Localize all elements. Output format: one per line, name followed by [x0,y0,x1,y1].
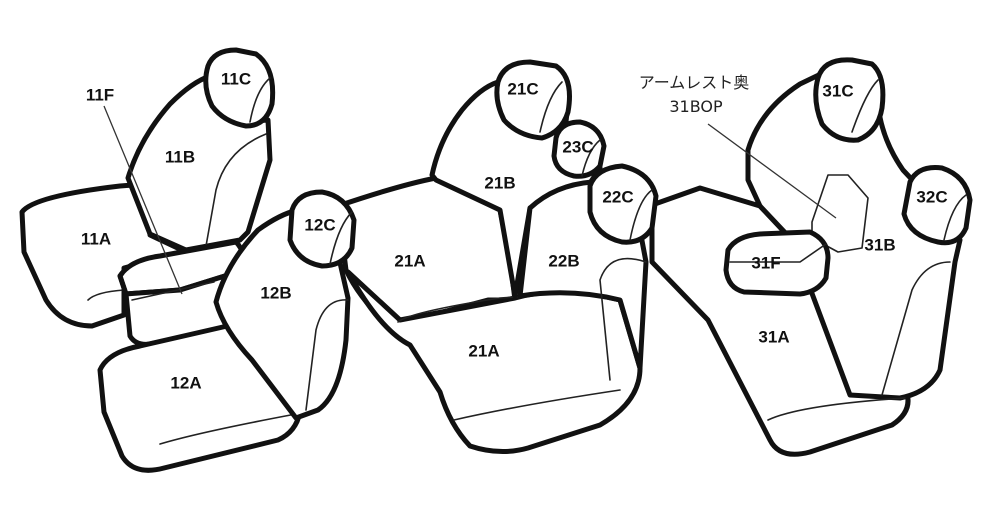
headrest-21C [494,59,572,141]
label-12C: 12C [304,215,335,234]
part-labels: 11C 11F 11B 11A 12C 12B 12A 21C 23C 22C … [81,69,948,392]
armrest-11F-seam [131,281,215,301]
annotation-31BOP: 31BOP [669,97,723,116]
headrest-12C-seam [329,211,353,265]
seat-31A-seam [767,397,906,421]
headrest-31C-seam [851,79,879,133]
headrest-21C-seam [539,81,563,133]
armrest-31F-seam [729,243,827,263]
annotation-armrest-back: アームレスト奥 [639,73,750,92]
label-31B: 31B [864,235,895,254]
label-21A-back: 21A [394,251,425,270]
headrest-32C [901,165,973,246]
headrest-12C [287,189,357,269]
seat-11B-seam [205,133,267,247]
headrest-23C [551,119,607,179]
leader-31BOP [707,123,837,219]
passenger-seat [97,189,357,473]
label-11A: 11A [81,229,111,248]
seat-21A-cushion-seam [397,295,531,323]
seat-22B-side-seam [599,257,647,381]
seat-12A-seam [159,413,297,445]
headrest-22C-seam [629,189,653,241]
seat-12B-seam [305,299,349,411]
leader-11F [103,105,183,295]
label-12A: 12A [170,373,201,392]
label-11F: 11F [86,85,114,104]
seat-31B-back [745,69,963,401]
label-11B: 11B [165,147,195,166]
label-31F: 31F [751,253,780,272]
headrest-11C [203,47,276,129]
label-23C: 23C [562,137,593,156]
label-21C: 21C [507,79,538,98]
label-31A: 31A [758,327,789,346]
label-22C: 22C [602,187,633,206]
headrest-32C-seam [943,194,967,241]
headrest-22C [587,163,659,245]
driver-seat [19,47,276,347]
label-32C: 32C [916,187,947,206]
label-22B: 22B [548,251,579,270]
second-row-seat [335,59,659,454]
seat-31B-side-seam [881,261,951,396]
label-21A-seat: 21A [468,341,499,360]
armrest-31F [723,229,831,297]
headrest-23C-seam [581,139,601,177]
seat-11A-seam [87,289,125,301]
label-31C: 31C [822,81,853,100]
label-12B: 12B [260,283,291,302]
label-11C: 11C [221,69,251,88]
third-row-seat [649,57,973,457]
label-21B: 21B [484,173,515,192]
headrest-11C-seam [249,77,271,123]
headrest-31C [813,57,886,143]
seat-21A-front-seam [453,389,621,421]
